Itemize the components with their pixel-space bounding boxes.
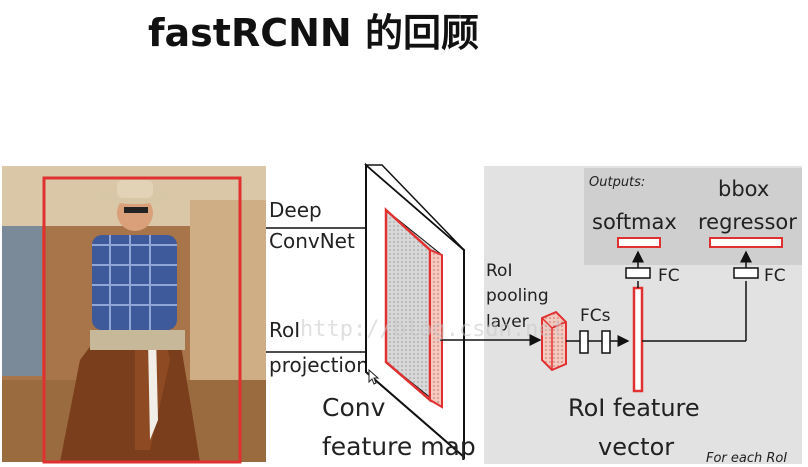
page-title: fastRCNN 的回顾: [148, 11, 479, 55]
roi-pooling-block: [541, 310, 567, 372]
watermark: http://blog.csdn.net: [300, 317, 565, 342]
label-fc-right: FC: [764, 266, 786, 286]
label-regressor: regressor: [698, 210, 797, 234]
mouse-cursor-icon: [368, 368, 380, 385]
roi-feature-vector: [632, 286, 644, 393]
label-projection: projection: [269, 353, 369, 377]
label-conv: Conv: [322, 393, 386, 422]
label-roi-pool-2: pooling: [486, 286, 549, 306]
label-roi-pool-3: layer: [486, 312, 529, 332]
label-bbox: bbox: [718, 177, 769, 201]
label-roi-pool-1: RoI: [486, 261, 512, 281]
label-convnet: ConvNet: [269, 229, 355, 253]
label-feature-map: feature map: [322, 432, 476, 461]
label-roi-feature: RoI feature: [568, 394, 700, 422]
fc-right-box: [733, 267, 759, 279]
fc-left-box: [625, 267, 651, 279]
label-roi: RoI: [269, 318, 300, 342]
label-deep: Deep: [269, 198, 322, 222]
label-vector: vector: [598, 433, 674, 461]
label-fc-left: FC: [658, 266, 680, 286]
input-image: [2, 166, 266, 464]
label-for-each-roi: For each RoI: [706, 451, 787, 466]
fc-layer-1: [579, 330, 589, 354]
label-softmax: softmax: [592, 210, 677, 234]
label-outputs: Outputs:: [589, 175, 645, 190]
roi-bounding-box: [42, 176, 242, 464]
conv-feature-map: [363, 162, 465, 460]
fc-layer-2: [601, 330, 611, 354]
label-fcs: FCs: [580, 306, 611, 326]
softmax-output: [617, 237, 661, 248]
outputs-panel: [584, 168, 802, 265]
bbox-output: [709, 237, 783, 248]
